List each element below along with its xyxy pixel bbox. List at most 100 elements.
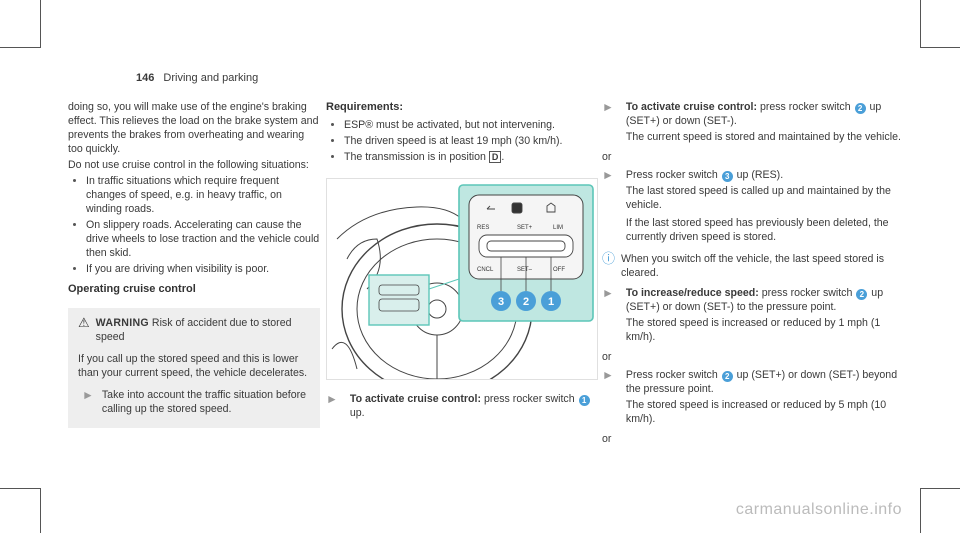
step-adjust-large-text-b: up (SET+) or down (SET-) beyond the pres… bbox=[625, 369, 898, 395]
callout-number-icon: 2 bbox=[854, 103, 866, 114]
crop-mark bbox=[920, 0, 921, 48]
operating-heading: Operating cruise control bbox=[68, 283, 196, 295]
section-title: Driving and parking bbox=[163, 72, 259, 84]
step-resume-body: Press rocker switch 3 up (RES). The last… bbox=[626, 168, 902, 246]
activate-step: ► To activate cruise control: press rock… bbox=[326, 392, 596, 420]
step-adjust: ► To increase/reduce speed: press rocker… bbox=[602, 286, 902, 346]
activate-text: press rocker switch bbox=[483, 393, 575, 405]
label-lim: LIM bbox=[553, 225, 563, 231]
info-text: When you switch off the vehicle, the las… bbox=[621, 253, 885, 279]
activate-step-body: To activate cruise control: press rocker… bbox=[350, 392, 596, 420]
label-off: OFF bbox=[553, 267, 565, 273]
step-adjust-large-result: The stored speed is increased or reduced… bbox=[625, 399, 887, 425]
situations-list: In traffic situations which require freq… bbox=[68, 174, 320, 276]
crop-mark bbox=[0, 488, 40, 489]
info-note: ⓘ When you switch off the vehicle, the l… bbox=[602, 252, 902, 280]
back-icon bbox=[486, 205, 495, 210]
step-adjust-large-text-a: Press rocker switch bbox=[625, 369, 718, 381]
warning-tip-text: Take into account the traffic situation … bbox=[101, 389, 307, 415]
callout-1 bbox=[541, 291, 561, 311]
label-res: RES bbox=[477, 225, 489, 231]
arrow-icon: ► bbox=[602, 368, 614, 382]
step-activate-text-b: up (SET+) or down (SET-). bbox=[625, 101, 882, 127]
step-activate-text-a: press rocker switch bbox=[759, 101, 851, 113]
warning-title: WARNING bbox=[95, 317, 149, 329]
step-adjust-result: The stored speed is increased or reduced… bbox=[625, 317, 881, 343]
arrow-icon: ► bbox=[602, 100, 614, 114]
list-item: The transmission is in position D. bbox=[344, 150, 596, 164]
step-activate: ► To activate cruise control: press rock… bbox=[602, 100, 902, 146]
step-adjust-label: To increase/reduce speed: bbox=[625, 287, 759, 299]
crop-mark bbox=[0, 47, 40, 48]
warning-body: If you call up the stored speed and this… bbox=[78, 353, 308, 379]
arrow-icon: ► bbox=[602, 168, 614, 182]
crop-mark bbox=[920, 488, 921, 533]
step-adjust-text-a: press rocker switch bbox=[761, 287, 853, 299]
zoom-connector bbox=[428, 278, 460, 290]
door-trim bbox=[331, 341, 358, 370]
rocker-inner bbox=[486, 240, 566, 252]
step-resume-text-b: up (RES). bbox=[736, 169, 784, 181]
arrow-icon: ► bbox=[326, 392, 338, 406]
activate-label: To activate cruise control: bbox=[349, 393, 481, 405]
step-resume-line: Press rocker switch 3 up (RES). bbox=[626, 168, 902, 182]
callout-1-label: 1 bbox=[548, 296, 554, 308]
do-not-use-text: Do not use cruise control in the followi… bbox=[68, 159, 309, 171]
column-right: ► To activate cruise control: press rock… bbox=[602, 100, 902, 450]
warning-header: ⚠ WARNING Risk of accident due to stored… bbox=[78, 316, 310, 344]
callout-number-icon: 2 bbox=[721, 371, 733, 382]
step-resume: ► Press rocker switch 3 up (RES). The la… bbox=[602, 168, 902, 246]
activate-tail: up. bbox=[349, 407, 365, 419]
label-set-minus: SET– bbox=[517, 267, 533, 273]
crop-mark bbox=[920, 47, 960, 48]
column-middle: Requirements: ESP® must be activated, bu… bbox=[326, 100, 598, 420]
callout-number-icon: 1 bbox=[578, 395, 590, 406]
warning-text: Risk of accident due to stored speed bbox=[95, 317, 292, 343]
step-adjust-body: To increase/reduce speed: press rocker s… bbox=[626, 286, 902, 346]
callout-3 bbox=[491, 291, 511, 311]
requirement-text: The transmission is in position bbox=[344, 151, 486, 163]
or-separator: or bbox=[602, 151, 612, 163]
step-adjust-large: ► Press rocker switch 2 up (SET+) or dow… bbox=[602, 368, 902, 428]
steering-wheel-figure: RES SET+ LIM CNCL SET– OFF 3 2 1 bbox=[326, 178, 598, 380]
watermark: carmanualsonline.info bbox=[735, 501, 902, 518]
step-resume-text-a: Press rocker switch bbox=[625, 169, 718, 181]
rocker-switch bbox=[478, 234, 574, 258]
label-set-plus: SET+ bbox=[517, 225, 533, 231]
warning-heading-text: WARNING Risk of accident due to stored s… bbox=[96, 316, 310, 344]
list-item: On slippery roads. Accelerating can caus… bbox=[86, 218, 320, 260]
warning-tip: ► Take into account the traffic situatio… bbox=[82, 388, 310, 416]
center-button-icon bbox=[511, 202, 523, 214]
column-left: doing so, you will make use of the engin… bbox=[68, 100, 320, 428]
crop-mark bbox=[40, 0, 41, 48]
step-adjust-text-b: up (SET+) or down (SET-) to the pressure… bbox=[625, 287, 884, 313]
list-item: If you are driving when visibility is po… bbox=[86, 262, 320, 276]
step-resume-note: If the last stored speed has previously … bbox=[625, 217, 889, 243]
requirements-heading: Requirements: bbox=[326, 101, 404, 113]
page-header: 146 Driving and parking bbox=[136, 71, 258, 85]
crop-mark bbox=[920, 488, 960, 489]
callout-2-label: 2 bbox=[523, 296, 529, 308]
callout-number-icon: 3 bbox=[721, 171, 733, 182]
brand-emblem bbox=[427, 299, 447, 319]
list-item: In traffic situations which require freq… bbox=[86, 174, 320, 216]
step-adjust-large-body: Press rocker switch 2 up (SET+) or down … bbox=[626, 368, 902, 428]
warning-triangle-icon: ⚠ bbox=[78, 315, 90, 330]
intro-paragraph: doing so, you will make use of the engin… bbox=[68, 101, 319, 155]
list-item: ESP® must be activated, but not interven… bbox=[344, 118, 596, 132]
step-activate-body: To activate cruise control: press rocker… bbox=[626, 100, 902, 146]
control-highlight-box bbox=[368, 274, 430, 326]
or-separator: or bbox=[602, 433, 612, 445]
arrow-icon: ► bbox=[602, 286, 614, 300]
steering-wheel-illustration: RES SET+ LIM CNCL SET– OFF 3 2 1 bbox=[331, 184, 594, 379]
step-adjust-large-line: Press rocker switch 2 up (SET+) or down … bbox=[626, 368, 902, 396]
callout-2 bbox=[516, 291, 536, 311]
arrow-icon: ► bbox=[82, 388, 94, 402]
label-cncl: CNCL bbox=[477, 267, 494, 273]
requirements-list: ESP® must be activated, but not interven… bbox=[326, 118, 596, 164]
step-activate-result: The current speed is stored and maintain… bbox=[625, 131, 901, 143]
list-item: The driven speed is at least 19 mph (30 … bbox=[344, 134, 596, 148]
home-icon bbox=[546, 202, 556, 213]
callout-number-icon: 2 bbox=[856, 289, 868, 300]
small-control-top bbox=[378, 284, 420, 296]
